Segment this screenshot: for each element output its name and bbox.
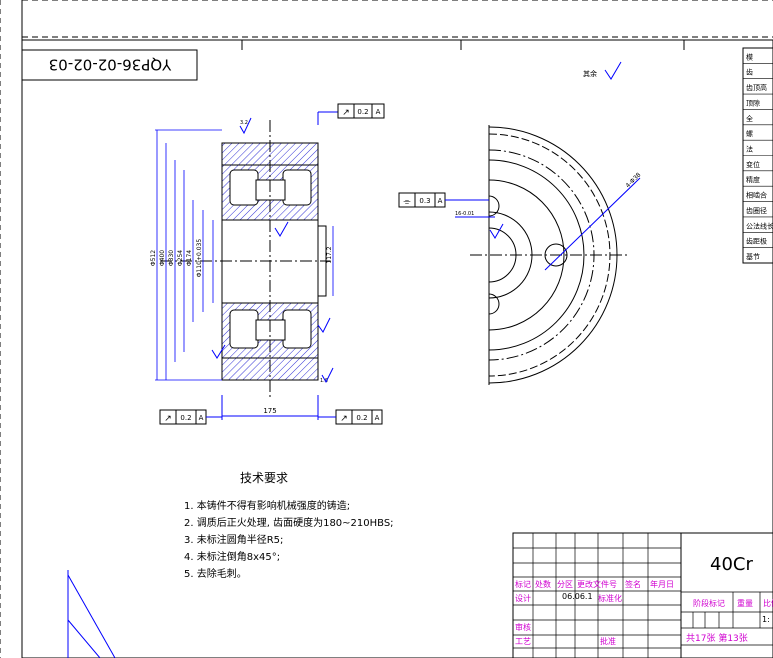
tol-frame-bl: ↗ 0.2 A xyxy=(159,409,222,425)
tb-design: 设计 xyxy=(515,593,531,603)
material: 40Cr xyxy=(710,554,753,575)
roughness-r2a: 3.2 xyxy=(240,120,248,126)
tol-frame-symmetry: ⌯ 0.3 A xyxy=(398,192,489,208)
tech-requirements: 技术要求 1. 本铸件不得有影响机械强度的铸造; 2. 调质后正火处理, 齿面硬… xyxy=(184,471,394,580)
tb-h-4: 签名 xyxy=(625,579,641,589)
tol-sym-sym: ⌯ xyxy=(403,197,411,207)
tech-item-1: 1. 本铸件不得有影响机械强度的铸造; xyxy=(184,499,350,512)
tol-sym-ref: A xyxy=(438,197,443,205)
dim-d254: Φ254 xyxy=(177,250,184,266)
tech-item-3: 3. 未标注圆角半径R5; xyxy=(184,533,283,546)
tb-scale-value: 1: xyxy=(762,615,770,624)
gear-param-label: 基节 xyxy=(746,252,760,261)
tech-item-5: 5. 去除毛刺。 xyxy=(184,567,247,580)
dim-d400: Φ400 xyxy=(159,250,166,266)
tb-check: 审核 xyxy=(515,622,531,632)
tb-h-3: 更改文件号 xyxy=(577,579,617,589)
tol-sym-val: 0.3 xyxy=(419,197,430,205)
tb-approve: 批准 xyxy=(600,636,616,646)
tol-bl-sym: ↗ xyxy=(164,414,172,424)
roughness-note: 其余 xyxy=(583,61,622,80)
gear-param-label: 公法线长 xyxy=(746,221,773,230)
cursor-guides xyxy=(67,570,116,658)
tb-h-1: 处数 xyxy=(535,579,551,589)
tol-br-val: 0.2 xyxy=(356,414,367,422)
tol-bl-val: 0.2 xyxy=(180,414,191,422)
tech-item-4: 4. 未标注倒角8x45°; xyxy=(184,550,280,563)
tol-bl-ref: A xyxy=(199,414,204,422)
dim-d330: Φ330 xyxy=(168,250,175,266)
gear-param-label: 螺 xyxy=(746,129,753,138)
tol-br-ref: A xyxy=(375,414,380,422)
dim-hole-tol: 16-0.01 xyxy=(455,211,474,217)
tb-sheets: 共17张 第13张 xyxy=(686,632,748,644)
gear-param-label: 全 xyxy=(746,114,753,123)
tb-date: 06.06.1 xyxy=(562,592,593,601)
part-code: YQP36-02-02-03 xyxy=(49,56,173,74)
gear-param-label: 齿 xyxy=(746,69,753,77)
gear-param-label: 齿圈径 xyxy=(746,206,767,215)
tol-frame-top: ↗ 0.2 A xyxy=(317,103,385,125)
tech-title: 技术要求 xyxy=(240,471,288,485)
tb-weight: 重量 xyxy=(737,598,753,608)
dim-holes: 4-Φ38 xyxy=(624,171,642,189)
gear-param-label: 齿距极 xyxy=(746,237,767,246)
tb-standard: 标准化 xyxy=(598,593,622,603)
dim-keyway: 117.2 xyxy=(326,246,333,263)
gear-param-label: 齿顶高 xyxy=(746,83,767,92)
title-block: 40Cr 标记 处数 分区 更改文件号 签名 年月日 设计 06.06.1 标准… xyxy=(512,532,773,658)
tb-stage: 阶段标记 xyxy=(693,598,725,608)
gear-param-label: 顶隙 xyxy=(746,98,760,107)
tb-h-5: 年月日 xyxy=(650,579,674,589)
tol-top-val: 0.2 xyxy=(357,108,368,116)
tol-top-ref: A xyxy=(376,108,381,116)
tb-process: 工艺 xyxy=(515,637,531,646)
tol-frame-br: ↗ 0.2 A xyxy=(318,409,383,425)
tb-h-2: 分区 xyxy=(557,580,573,589)
dim-d512: Φ512 xyxy=(150,250,157,266)
dim-d110: Φ110+0.035 xyxy=(196,239,203,278)
tol-top-sym: ↗ xyxy=(342,108,350,118)
gear-param-label: 精度 xyxy=(746,175,760,184)
tol-br-sym: ↗ xyxy=(340,414,348,424)
dim-width: 175 xyxy=(263,407,276,415)
end-view: 4-Φ38 ⌯ 0.3 A 16-0.01 xyxy=(398,125,643,385)
tb-h-0: 标记 xyxy=(515,579,531,589)
gear-param-label: 变位 xyxy=(746,160,760,169)
gear-param-label: 法 xyxy=(746,145,753,154)
tb-scale: 比例 xyxy=(763,598,773,608)
tech-item-2: 2. 调质后正火处理, 齿面硬度为180~210HBS; xyxy=(184,516,394,529)
gear-param-label: 模 xyxy=(746,52,753,61)
gear-param-label: 相啮合 xyxy=(746,191,767,200)
roughness-r3: 1.6 xyxy=(320,378,328,384)
section-view: Φ512 Φ400 Φ330 Φ254 Φ174 Φ110+0.035 117.… xyxy=(150,103,385,425)
part-code-box: YQP36-02-02-03 xyxy=(21,49,198,81)
roughness-note-text: 其余 xyxy=(583,69,597,78)
dim-d174: Φ174 xyxy=(186,250,193,266)
